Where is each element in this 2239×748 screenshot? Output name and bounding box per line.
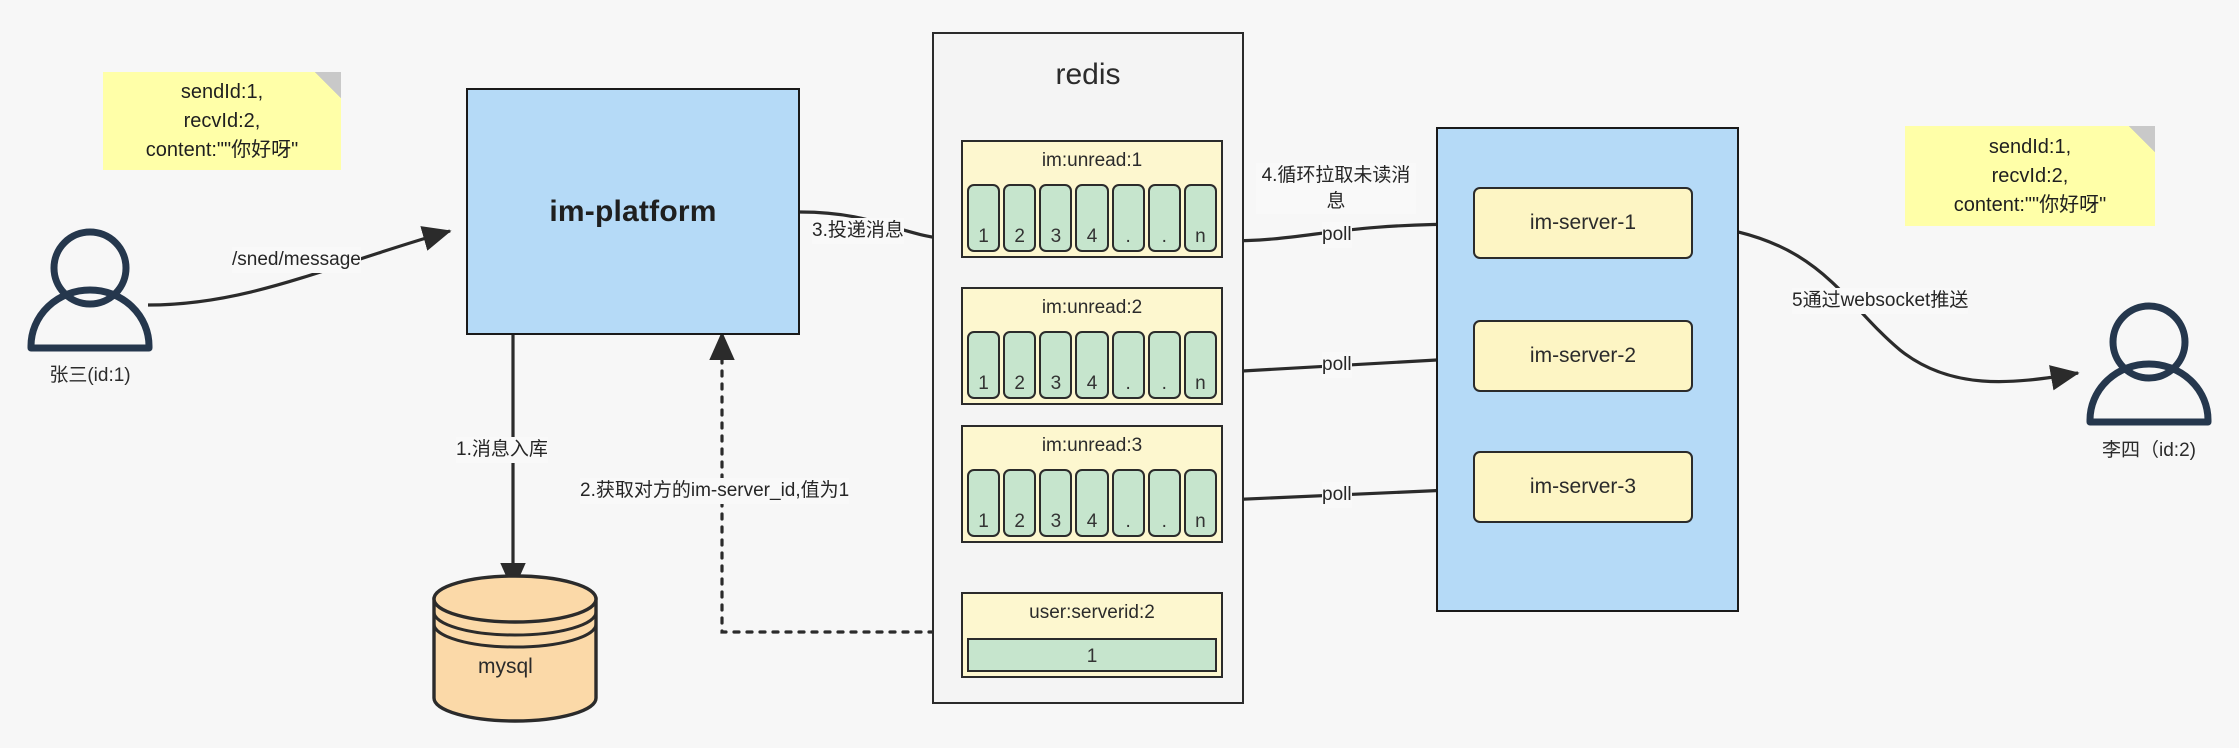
- list-cell: .: [1111, 184, 1145, 252]
- list-cell: n: [1183, 184, 1217, 252]
- edge-label-poll-2: poll: [1322, 352, 1352, 378]
- redis-list-im-unread-3[interactable]: im:unread:3 1 2 3 4 . . n: [961, 425, 1223, 543]
- redis-kv-value: 1: [967, 638, 1217, 672]
- list-cell: 1: [967, 331, 1001, 399]
- edge-label-poll-3: poll: [1322, 482, 1352, 508]
- redis-title: redis: [1055, 58, 1121, 91]
- edge-label-step2: 2.获取对方的im-server_id,值为1: [580, 478, 850, 504]
- list-cell: 1: [967, 469, 1001, 537]
- im-server-3-node[interactable]: im-server-3: [1473, 451, 1693, 523]
- redis-list-key: im:unread:2: [963, 289, 1221, 327]
- note-text: sendId:1, recvId:2, content:""你好呀": [1953, 135, 2107, 216]
- redis-list-key: im:unread:3: [963, 427, 1221, 465]
- list-cell: 1: [967, 184, 1001, 252]
- redis-list-cells: 1 2 3 4 . . n: [967, 469, 1217, 537]
- receiver-actor-label: 李四（id:2): [2102, 440, 2196, 461]
- redis-list-im-unread-1[interactable]: im:unread:1 1 2 3 4 . . n: [961, 140, 1223, 258]
- sender-actor-label: 张三(id:1): [49, 365, 131, 386]
- sender-actor-icon: [27, 228, 153, 352]
- redis-kv-key: user:serverid:2: [1029, 602, 1155, 623]
- list-cell: 3: [1039, 184, 1073, 252]
- edge-label-poll-1: poll: [1322, 222, 1352, 248]
- edge-label-step4: 4.循环拉取未读消 息: [1256, 163, 1416, 215]
- message-payload-note-right: sendId:1, recvId:2, content:""你好呀": [1905, 126, 2155, 226]
- redis-list-cells: 1 2 3 4 . . n: [967, 331, 1217, 399]
- edge-label-send-message: /sned/message: [232, 247, 361, 273]
- list-cell: 3: [1039, 331, 1073, 399]
- note-text: sendId:1, recvId:2, content:""你好呀": [145, 80, 299, 161]
- list-cell: .: [1111, 331, 1145, 399]
- im-server-1-label: im-server-1: [1529, 211, 1637, 234]
- edge-label-step5: 5通过websocket推送: [1792, 288, 1969, 314]
- redis-list-cells: 1 2 3 4 . . n: [967, 184, 1217, 252]
- list-cell: .: [1147, 469, 1181, 537]
- list-cell: .: [1147, 184, 1181, 252]
- redis-list-key: im:unread:1: [963, 142, 1221, 180]
- receiver-actor-icon: [2086, 302, 2212, 426]
- mysql-cylinder-icon: [432, 574, 598, 723]
- list-cell: 2: [1003, 469, 1037, 537]
- list-cell: 2: [1003, 184, 1037, 252]
- im-server-2-label: im-server-2: [1529, 344, 1637, 367]
- redis-kv-user-serverid[interactable]: user:serverid:2 1: [961, 592, 1223, 678]
- list-cell: 4: [1075, 469, 1109, 537]
- list-cell: 2: [1003, 331, 1037, 399]
- list-cell: n: [1183, 469, 1217, 537]
- mysql-label: mysql: [478, 655, 533, 678]
- note-fold-corner-icon: [2129, 126, 2155, 152]
- im-server-1-node[interactable]: im-server-1: [1473, 187, 1693, 259]
- im-platform-node[interactable]: im-platform: [466, 88, 800, 335]
- message-payload-note-left: sendId:1, recvId:2, content:""你好呀": [103, 72, 341, 170]
- list-cell: .: [1147, 331, 1181, 399]
- note-fold-corner-icon: [315, 72, 341, 98]
- edge-label-step1: 1.消息入库: [456, 437, 548, 463]
- im-server-3-label: im-server-3: [1529, 475, 1637, 498]
- im-platform-label: im-platform: [549, 194, 717, 228]
- edge-label-step3: 3.投递消息: [812, 218, 904, 244]
- im-server-2-node[interactable]: im-server-2: [1473, 320, 1693, 392]
- list-cell: 4: [1075, 184, 1109, 252]
- list-cell: .: [1111, 469, 1145, 537]
- list-cell: 4: [1075, 331, 1109, 399]
- redis-list-im-unread-2[interactable]: im:unread:2 1 2 3 4 . . n: [961, 287, 1223, 405]
- list-cell: 3: [1039, 469, 1073, 537]
- list-cell: n: [1183, 331, 1217, 399]
